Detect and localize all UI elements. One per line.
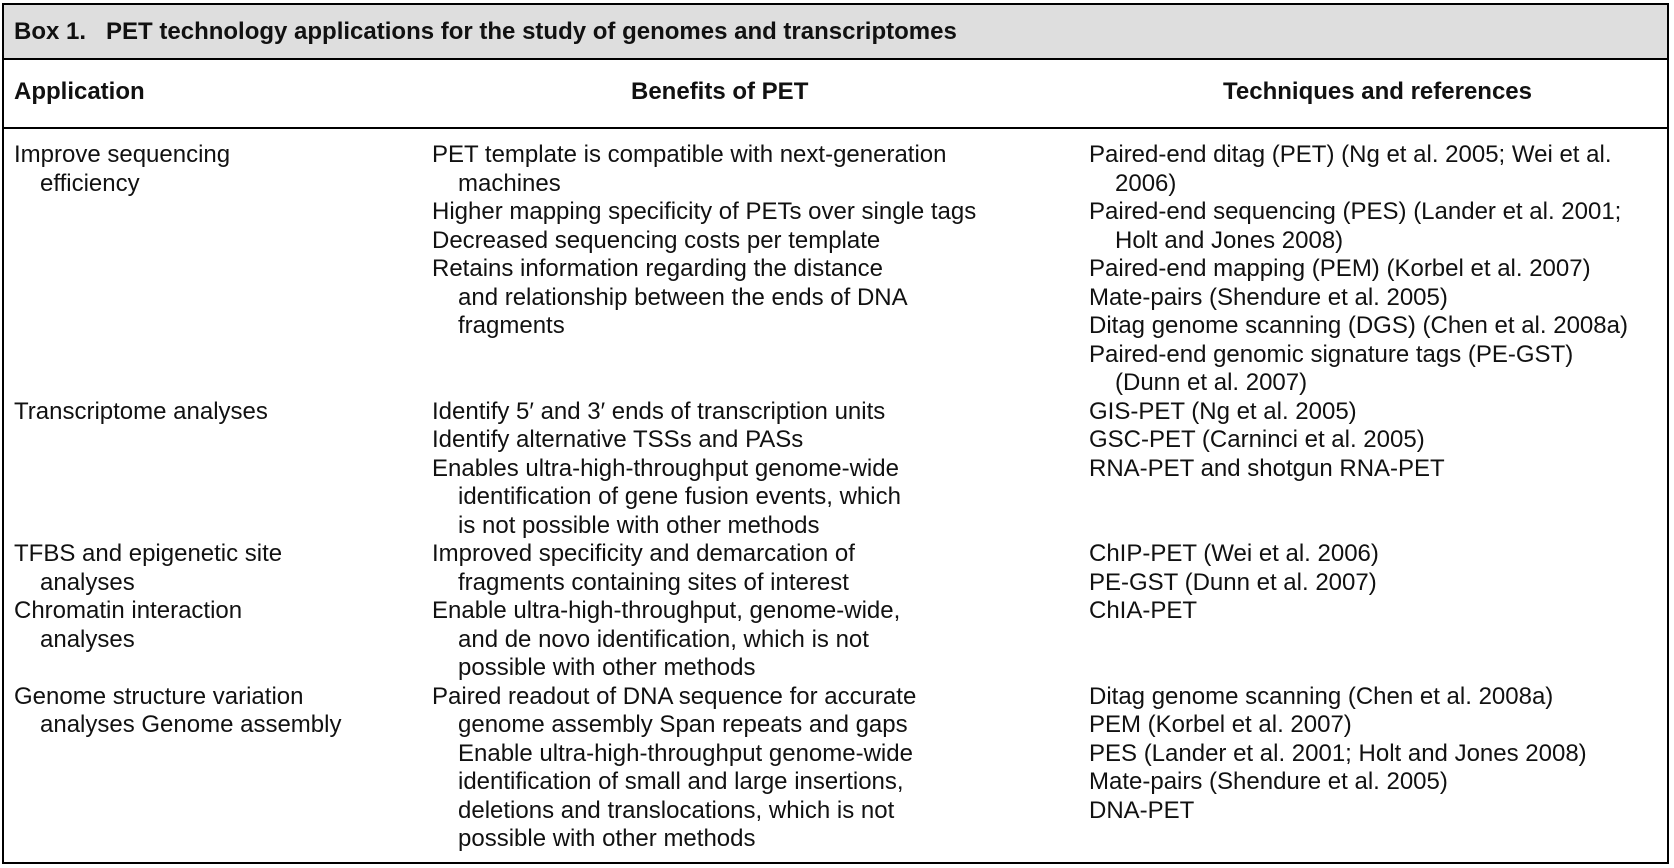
cell-line: identification of gene fusion events, wh…: [458, 483, 901, 510]
cell-line: is not possible with other methods: [458, 511, 820, 539]
box-panel: Box 1. PET technology applications for t…: [2, 3, 1669, 864]
cell-line: PES (Lander et al. 2001; Holt and Jones …: [1089, 739, 1587, 767]
cell-line: Genome structure variation: [14, 682, 304, 710]
benefits-cell: Identify 5′ and 3′ ends of transcription…: [424, 398, 1089, 541]
cell-line: PET template is compatible with next-gen…: [432, 141, 947, 168]
cell-line: Improved specificity and demarcation of: [432, 540, 855, 567]
cell-line: fragments: [458, 312, 565, 339]
cell-line: Mate-pairs (Shendure et al. 2005): [1089, 283, 1448, 311]
cell-line: Decreased sequencing costs per template: [432, 226, 881, 254]
cell-line: Improve sequencing: [14, 141, 231, 168]
cell-line: identification of small and large insert…: [458, 768, 904, 795]
box-title-bar: Box 1. PET technology applications for t…: [4, 5, 1667, 60]
cell-line: Enable ultra-high-throughput, genome-wid…: [432, 597, 901, 624]
cell-line: DNA-PET: [1089, 796, 1195, 824]
header-application: Application: [14, 78, 145, 105]
cell-line: machines: [458, 169, 561, 197]
techniques-cell: Paired-end ditag (PET) (Ng et al. 2005; …: [1089, 141, 1667, 398]
cell-line: ChIA-PET: [1089, 597, 1198, 624]
cell-line: Chromatin interaction: [14, 597, 243, 624]
cell-line: RNA-PET and shotgun RNA-PET: [1089, 454, 1445, 482]
cell-line: Paired-end genomic signature tags (PE-GS…: [1089, 340, 1574, 368]
cell-line: Transcriptome analyses: [14, 397, 268, 425]
application-cell: Transcriptome analyses: [4, 398, 424, 541]
cell-line: fragments containing sites of interest: [458, 568, 849, 596]
cell-line: Ditag genome scanning (DGS) (Chen et al.…: [1089, 312, 1628, 339]
box-title: PET technology applications for the stud…: [106, 17, 957, 45]
cell-line: ChIP-PET (Wei et al. 2006): [1089, 540, 1379, 567]
cell-line: Holt and Jones 2008): [1115, 226, 1344, 254]
table-row: Transcriptome analyses Identify 5′ and 3′…: [4, 398, 1667, 541]
cell-line: Enable ultra-high-throughput genome-wide: [458, 739, 913, 767]
cell-line: PEM (Korbel et al. 2007): [1089, 711, 1352, 738]
cell-line: Paired-end ditag (PET) (Ng et al. 2005; …: [1089, 141, 1612, 168]
cell-line: (Dunn et al. 2007): [1115, 369, 1308, 396]
cell-line: Higher mapping specificity of PETs over …: [432, 198, 977, 225]
cell-line: analyses: [40, 568, 135, 596]
cell-line: 2006): [1115, 169, 1177, 197]
cell-line: Paired-end sequencing (PES) (Lander et a…: [1089, 198, 1622, 225]
cell-line: and de novo identification, which is not: [458, 625, 869, 653]
cell-line: analyses: [40, 625, 135, 653]
cell-line: deletions and translocations, which is n…: [458, 796, 895, 824]
header-benefits: Benefits of PET: [631, 78, 809, 105]
cell-line: Enables ultra-high-throughput genome-wid…: [432, 454, 899, 482]
benefits-cell: Paired readout of DNA sequence for accur…: [424, 683, 1089, 854]
techniques-cell: ChIA-PET: [1089, 597, 1667, 683]
header-techniques: Techniques and references: [1223, 78, 1532, 105]
techniques-cell: Ditag genome scanning (Chen et al. 2008a…: [1089, 683, 1667, 854]
techniques-cell: ChIP-PET (Wei et al. 2006)PE-GST (Dunn e…: [1089, 540, 1667, 597]
cell-line: genome assembly Span repeats and gaps: [458, 711, 908, 738]
benefits-cell: Enable ultra-high-throughput, genome-wid…: [424, 597, 1089, 683]
cell-line: TFBS and epigenetic site: [14, 540, 283, 567]
box-label: Box 1.: [14, 17, 87, 45]
cell-line: PE-GST (Dunn et al. 2007): [1089, 568, 1377, 596]
cell-line: Ditag genome scanning (Chen et al. 2008a…: [1089, 682, 1554, 710]
cell-line: efficiency: [40, 169, 140, 197]
cell-line: GSC-PET (Carninci et al. 2005): [1089, 426, 1425, 453]
cell-line: Paired-end mapping (PEM) (Korbel et al. …: [1089, 255, 1591, 282]
techniques-cell: GIS-PET (Ng et al. 2005)GSC-PET (Carninc…: [1089, 398, 1667, 541]
cell-line: Identify alternative TSSs and PASs: [432, 426, 804, 453]
cell-line: analyses Genome assembly: [40, 711, 342, 738]
cell-line: and relationship between the ends of DNA: [458, 283, 908, 311]
cell-line: Mate-pairs (Shendure et al. 2005): [1089, 768, 1448, 795]
benefits-cell: PET template is compatible with next-gen…: [424, 141, 1089, 398]
cell-line: possible with other methods: [458, 654, 756, 681]
cell-line: Paired readout of DNA sequence for accur…: [432, 682, 917, 710]
cell-line: GIS-PET (Ng et al. 2005): [1089, 397, 1357, 425]
table-header: Application Benefits of PET Techniques a…: [4, 60, 1667, 129]
cell-line: Retains information regarding the distan…: [432, 255, 883, 282]
cell-line: possible with other methods: [458, 825, 756, 852]
cell-line: Identify 5′ and 3′ ends of transcription…: [432, 397, 886, 425]
